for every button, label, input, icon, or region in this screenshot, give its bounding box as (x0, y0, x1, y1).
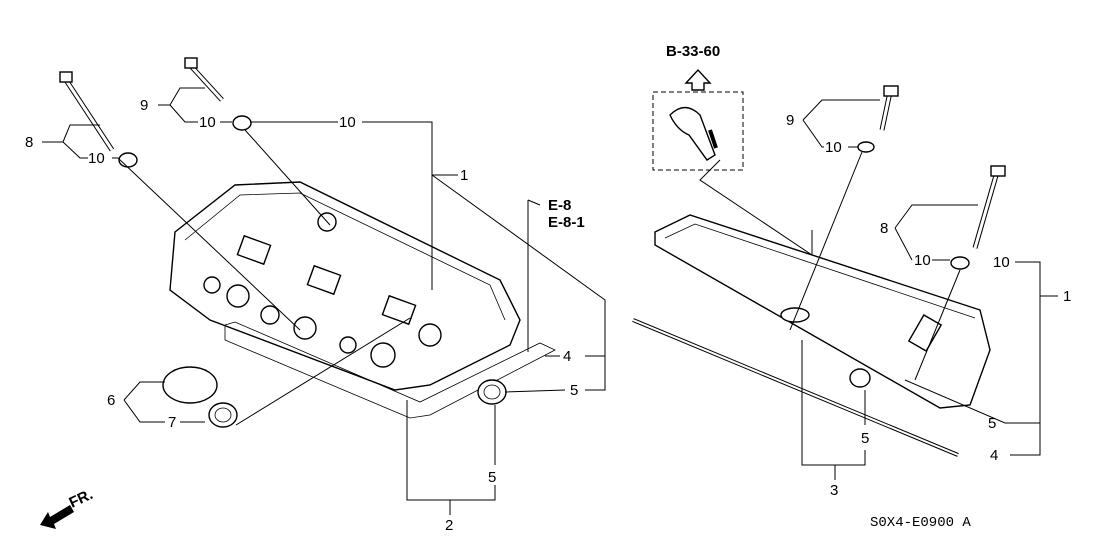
ref-e-8-1[interactable]: E-8-1 (548, 214, 585, 231)
right-bolts (849, 85, 1006, 388)
ref-e-8[interactable]: E-8 (548, 197, 571, 214)
callout-5-left-b: 5 (488, 469, 496, 486)
callout-7: 7 (168, 414, 176, 431)
harness-clamp-box (652, 68, 744, 171)
callout-1-left: 1 (460, 167, 468, 184)
callout-5-right-a: 5 (988, 415, 996, 432)
callout-2: 2 (445, 517, 453, 534)
front-direction-label: FR. (67, 486, 96, 512)
callout-4-left: 4 (563, 348, 571, 365)
ref-b-33-60[interactable]: B-33-60 (666, 43, 720, 60)
callout-5-left-a: 5 (570, 382, 578, 399)
callout-6: 6 (107, 392, 115, 409)
callout-1-right: 1 (1063, 288, 1071, 305)
callout-4-right: 4 (990, 447, 998, 464)
callout-8-right: 8 (880, 220, 888, 237)
leader-lines (42, 87, 1058, 515)
right-gasket (632, 318, 959, 457)
callout-3: 3 (830, 482, 838, 499)
callout-8-left: 8 (25, 134, 33, 151)
callout-9-left: 9 (140, 97, 148, 114)
callout-10-right-c: 10 (993, 254, 1010, 271)
left-seal (477, 379, 507, 405)
right-valve-cover (654, 214, 991, 409)
callout-5-right-b: 5 (861, 430, 869, 447)
diagram-code: S0X4-E0900 A (870, 515, 971, 531)
callout-10-left-a: 10 (88, 150, 105, 167)
callout-10-left-b: 10 (199, 114, 216, 131)
callout-10-left-c: 10 (339, 114, 356, 131)
callout-9-right: 9 (786, 112, 794, 129)
left-gasket (224, 321, 556, 419)
fr-arrow-icon (40, 505, 74, 529)
oil-filler-cap (162, 366, 238, 428)
callout-10-right-a: 10 (825, 139, 842, 156)
left-valve-cover (169, 181, 521, 391)
callout-10-right-b: 10 (914, 252, 931, 269)
